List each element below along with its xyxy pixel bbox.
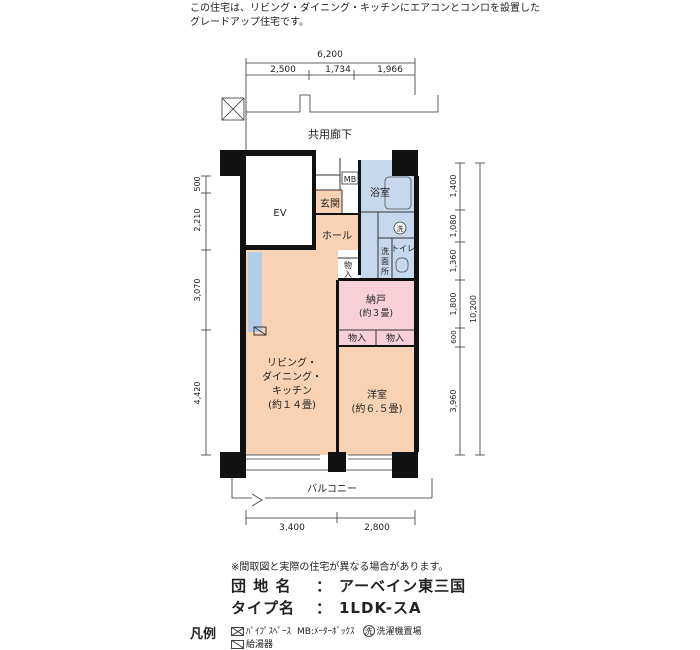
dim-bottom-2: 2,800 [364,523,390,533]
dim-left-1: 500 [193,176,202,191]
storeroom-room [338,280,414,330]
top-dimensions [245,58,416,95]
range-hood [253,326,267,336]
bath-label: 浴室 [370,186,390,199]
washer-legend-icon: 洗 [362,625,375,637]
dim-right-5: 600 [450,330,458,343]
balcony-label: バルコニー [307,483,357,495]
walls [220,150,419,478]
washroom-room [360,212,414,280]
dim-right-2: 1,080 [449,215,458,238]
balcony-edge [231,478,433,507]
dim-left-4: 4,420 [193,382,202,405]
legend-washer: 洗濯機置場 [376,627,422,637]
legend-mb: MB:ﾒｰﾀｰﾎﾞｯｸｽ [297,627,355,637]
closet-2-label: 物入 [386,332,404,344]
balcony-door-post [328,452,346,472]
dim-bottom-1: 3,400 [279,523,305,533]
dim-right-1: 1,400 [449,175,458,198]
legend-pipe-space: ﾊﾟｲﾌﾟｽﾍﾟｰｽ [246,627,292,637]
type-name-separator: ： [315,599,332,617]
water-heater-legend-icon [231,640,244,649]
description-line-2: グレードアップ住宅です。 [190,17,309,28]
right-dimensions [455,162,485,456]
washroom-label: 洗面所 [381,246,389,276]
washer-mark-icon [393,221,407,235]
hall-room [316,215,360,250]
corridor-edge [245,94,439,150]
description-line-1: この住宅は、リビング・ダイニング・キッチンにエアコンとコンロを設置した [190,3,540,14]
closet-1-label: 物入 [348,332,366,344]
type-name-row: タイプ名 ： 1LDK-スA [231,597,422,618]
dim-top-3: 1,966 [377,65,403,75]
toilet-label: トイレ [391,244,415,253]
ev-label: EV [273,208,286,219]
legend-line-1: ﾊﾟｲﾌﾟｽﾍﾟｰｽ MB:ﾒｰﾀｰﾎﾞｯｸｽ 洗洗濯機置場 [231,624,422,637]
pipe-space-legend-icon [231,627,244,636]
dim-right-4: 1,800 [449,293,458,316]
mb-box [341,171,359,185]
western-size-label: (約６.５畳) [352,402,403,415]
description-note: この住宅は、リビング・ダイニング・キッチンにエアコンとコンロを設置した グレード… [190,2,610,30]
mb-label: MB [344,175,356,184]
storage-small-label: 物入 [344,260,352,279]
disclaimer-text: ※間取図と実際の住宅が異なる場合があります。 [231,562,449,573]
western-name-label: 洋室 [367,388,387,401]
balcony-windows [246,454,392,471]
pipe-space-icon [221,97,245,121]
ldk-label-2: ダイニング・ [262,370,322,383]
kitchen-counter [248,252,262,332]
western-room [338,347,414,455]
dim-right-3: 1,360 [449,250,458,273]
complex-name-row: 団 地 名 ： アーベイン東三国 [231,575,466,596]
corridor-label: 共用廊下 [308,127,352,141]
legend-title: 凡例 [190,627,217,642]
dim-right-total: 10,200 [469,295,478,323]
dim-right-6: 3,960 [449,390,458,413]
washer-mark-label: 洗 [397,224,404,233]
complex-name-value: アーベイン東三国 [339,577,467,595]
storeroom-size-label: (約３畳) [359,307,393,319]
bathtub [384,176,412,210]
type-name-label: タイプ名 [231,599,296,617]
bottom-dimensions [245,510,416,525]
thin-walls [316,158,414,345]
ldk-label-3: キッチン [272,385,312,397]
entrance-room [316,190,342,215]
ldk-label-1: リビング・ [267,356,317,369]
dim-left-3: 3,070 [193,279,202,302]
complex-name-separator: ： [315,577,332,595]
floor-plan: 6,200 2,500 1,734 1,966 共用廊下 [193,50,485,533]
dim-left-2: 2,210 [193,209,202,232]
toilet-fixture [395,257,409,273]
hall-label: ホール [322,230,352,242]
complex-name-label: 団 地 名 [231,577,292,595]
legend-line-2: 給湯器 [231,637,273,650]
ldk-size-label: (約１４畳) [268,398,316,411]
type-name-value: 1LDK-スA [339,599,422,617]
dim-top-1: 2,500 [270,65,296,75]
legend-water-heater: 給湯器 [246,640,274,650]
storeroom-name-label: 納戸 [366,293,386,306]
dim-top-2: 1,734 [325,65,351,75]
left-dimensions [201,175,211,456]
entrance-label: 玄関 [320,197,340,210]
dim-top-total: 6,200 [317,50,343,60]
